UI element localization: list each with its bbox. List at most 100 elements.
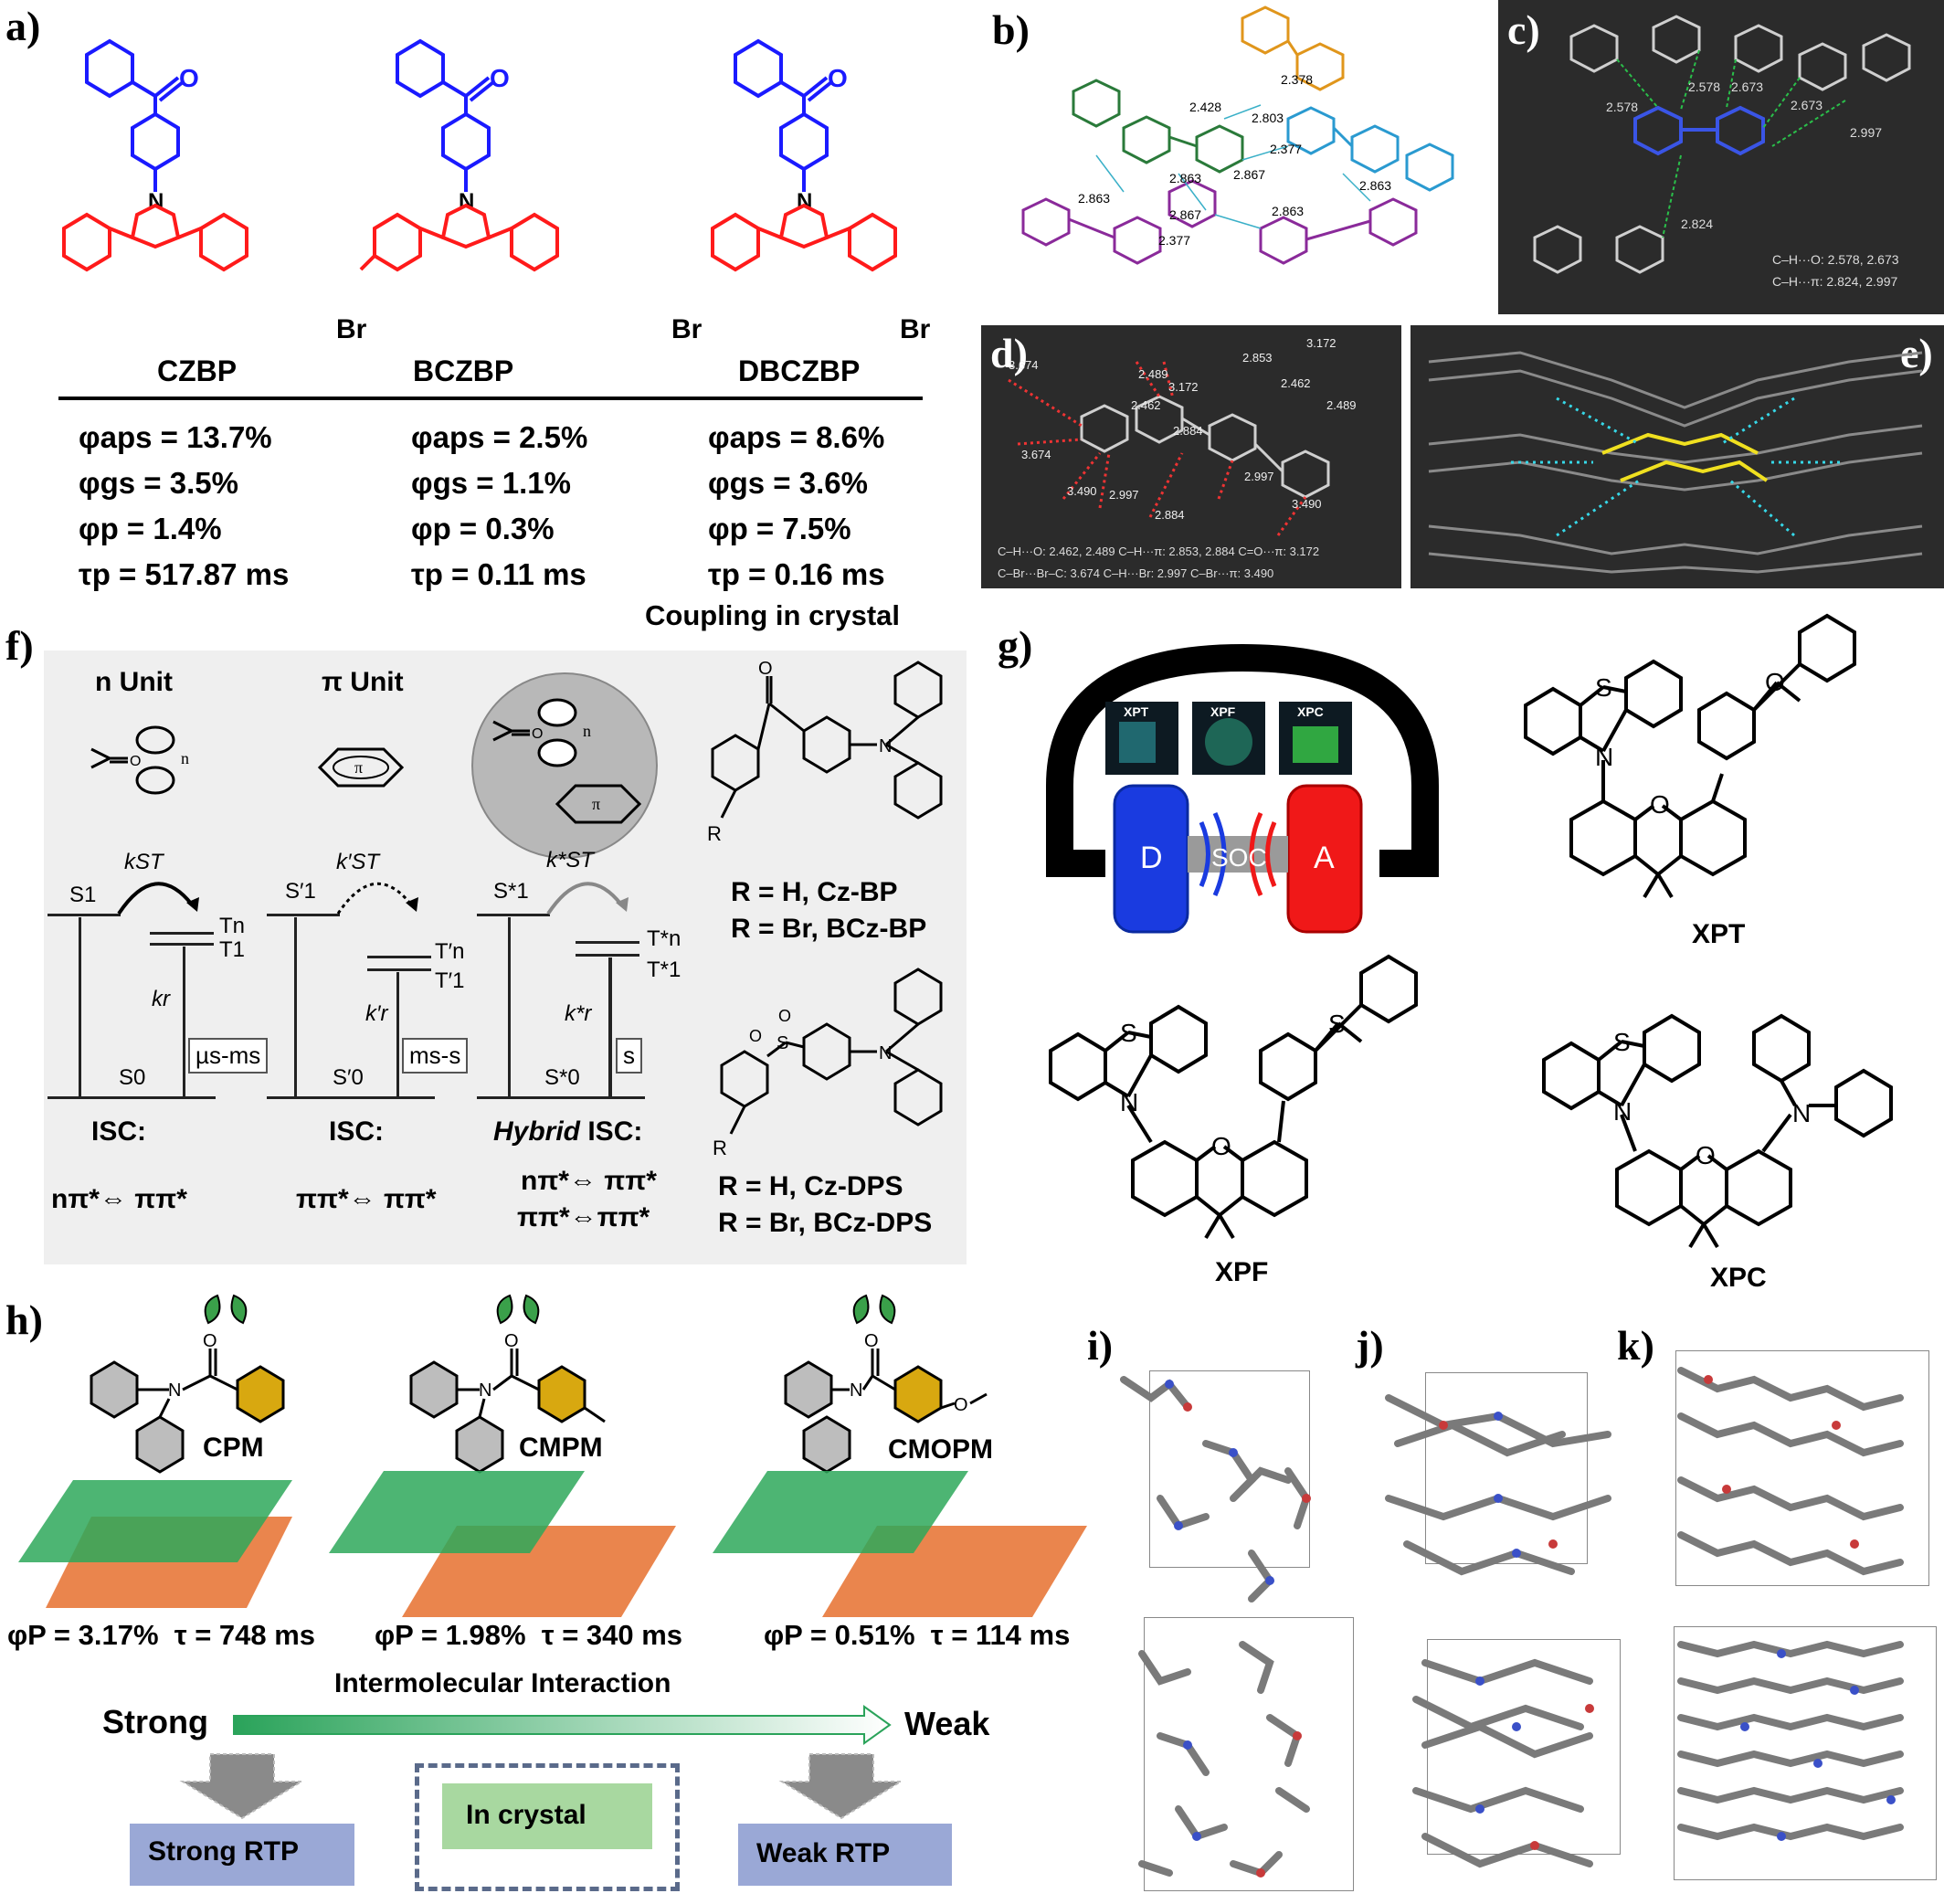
svg-text:2.824: 2.824 xyxy=(1681,217,1713,231)
svg-text:3.172: 3.172 xyxy=(1168,380,1199,394)
svg-text:O: O xyxy=(758,659,773,679)
crystal-contacts-d: 3.674 3.674 2.489 3.172 2.853 3.172 2.46… xyxy=(1008,336,1357,536)
svg-text:2.997: 2.997 xyxy=(1109,488,1139,502)
s1p-level xyxy=(267,914,340,916)
unit-cell-j-top xyxy=(1425,1372,1588,1564)
panel-d-background xyxy=(981,325,1401,588)
coupling-in-crystal: Coupling in crystal xyxy=(645,599,901,631)
svg-text:XPC: XPC xyxy=(1297,704,1324,719)
svg-text:2.867: 2.867 xyxy=(1169,207,1201,222)
cz-bp-structure: O N R xyxy=(707,659,943,845)
svg-text:O: O xyxy=(1765,668,1785,696)
svg-text:2.997: 2.997 xyxy=(1850,125,1882,140)
svg-text:2.462: 2.462 xyxy=(1281,376,1311,390)
svg-text:2.863: 2.863 xyxy=(1078,191,1110,206)
panel-d-legend-1: C–H···O: 2.462, 2.489 C–H···π: 2.853, 2.… xyxy=(998,545,1320,558)
svg-text:O: O xyxy=(749,1027,762,1045)
svg-text:Br: Br xyxy=(336,314,367,344)
svg-text:O: O xyxy=(1650,790,1670,819)
s0p-level xyxy=(267,1096,435,1099)
svg-text:S: S xyxy=(1328,1010,1346,1038)
transition-2: ππ*⇔ ππ* xyxy=(296,1184,437,1214)
svg-text:2.863: 2.863 xyxy=(1169,171,1201,185)
svg-text:R: R xyxy=(707,822,722,845)
transition-1: nπ*⇔ ππ* xyxy=(51,1184,187,1214)
unit-cell-i-top xyxy=(1149,1370,1310,1568)
panel-label-k: k) xyxy=(1617,1322,1654,1369)
cpm-name: CPM xyxy=(203,1433,264,1463)
divider-line xyxy=(58,397,923,400)
gradient-arrow xyxy=(233,1705,892,1745)
svg-text:2.884: 2.884 xyxy=(1173,424,1203,438)
panel-label-j: j) xyxy=(1356,1322,1384,1369)
isc-label-1: ISC: xyxy=(91,1116,146,1147)
in-crystal-label: In crystal xyxy=(466,1800,586,1830)
lifetime-box-3: s xyxy=(616,1038,642,1074)
transition-3b: ππ*⇔ππ* xyxy=(517,1202,650,1232)
xpf-structure: S N O S xyxy=(1049,954,1418,1240)
dbczbp-structure: O N Br Br xyxy=(671,38,931,344)
t1s-label: T*1 xyxy=(647,957,681,982)
s1-level xyxy=(48,914,121,916)
lifetime-box-1: µs-ms xyxy=(188,1038,269,1074)
svg-text:XPF: XPF xyxy=(1210,704,1236,719)
svg-text:SOC: SOC xyxy=(1211,843,1267,872)
s1-label: S1 xyxy=(69,883,97,907)
kst-label: kST xyxy=(124,850,164,874)
svg-text:2.884: 2.884 xyxy=(1155,508,1185,522)
svg-text:S: S xyxy=(1120,1019,1137,1047)
crystal-packing-j xyxy=(1385,1394,1611,1868)
down-arrow-right xyxy=(778,1753,904,1820)
in-crystal-frame xyxy=(415,1763,680,1891)
svg-text:N: N xyxy=(1120,1088,1138,1116)
bcz-bp-label: R = Br, BCz-BP xyxy=(731,914,927,944)
svg-text:π: π xyxy=(354,758,363,777)
svg-text:O: O xyxy=(490,64,510,92)
isc-arrow-1 xyxy=(117,882,199,915)
strong-rtp-label: Strong RTP xyxy=(148,1836,299,1867)
s0-label: S0 xyxy=(119,1065,146,1090)
crystal-contacts-c: 2.578 2.578 2.673 2.673 2.997 2.824 xyxy=(1533,15,1911,274)
panel-c-legend-1: C–H···O: 2.578, 2.673 xyxy=(1772,252,1899,267)
s0p-label: S′0 xyxy=(333,1065,364,1090)
s0-level xyxy=(48,1096,216,1099)
pi-orbital-icon: π xyxy=(317,747,405,788)
svg-text:O: O xyxy=(864,1331,879,1351)
svg-text:XPT: XPT xyxy=(1124,704,1149,719)
svg-text:2.863: 2.863 xyxy=(1272,204,1304,218)
cmpm-structure: O N xyxy=(409,1294,606,1474)
isc-label-2: ISC: xyxy=(329,1116,384,1147)
svg-text:2.462: 2.462 xyxy=(1131,398,1161,412)
svg-text:O: O xyxy=(828,64,848,92)
unit-cell-k-bottom xyxy=(1674,1626,1937,1880)
svg-text:N: N xyxy=(850,1380,862,1401)
svg-text:n: n xyxy=(583,722,591,740)
t1s-level xyxy=(576,954,639,957)
svg-text:2.378: 2.378 xyxy=(1281,72,1313,87)
emission-arrow-1 xyxy=(183,947,185,1096)
svg-text:O: O xyxy=(778,1007,791,1025)
t1-level xyxy=(150,943,214,946)
s0s-level xyxy=(477,1096,645,1099)
cpm-stat: φP = 3.17% τ = 748 ms xyxy=(7,1619,316,1651)
strong-rtp-box xyxy=(130,1824,354,1886)
ksts-label: k*ST xyxy=(546,848,595,873)
cmopm-name: CMOPM xyxy=(888,1434,993,1465)
stacking-planes xyxy=(18,1471,1087,1617)
tn-label: Tn xyxy=(219,914,246,938)
svg-text:3.674: 3.674 xyxy=(1009,358,1039,372)
pi-unit-label: π Unit xyxy=(322,667,404,697)
strong-label: Strong xyxy=(102,1703,208,1740)
svg-text:2.578: 2.578 xyxy=(1688,79,1720,94)
panel-label-h: h) xyxy=(5,1296,43,1343)
svg-text:O: O xyxy=(203,1331,217,1351)
xpt-name: XPT xyxy=(1692,919,1746,949)
krs-label: k*r xyxy=(565,1001,592,1026)
panel-label-f: f) xyxy=(5,622,34,669)
cpm-structure: O N xyxy=(90,1294,285,1474)
svg-text:O: O xyxy=(1696,1141,1716,1169)
svg-text:2.673: 2.673 xyxy=(1791,98,1822,112)
svg-text:2.867: 2.867 xyxy=(1233,167,1265,182)
panel-label-d: d) xyxy=(990,330,1028,376)
svg-text:O: O xyxy=(504,1331,519,1351)
